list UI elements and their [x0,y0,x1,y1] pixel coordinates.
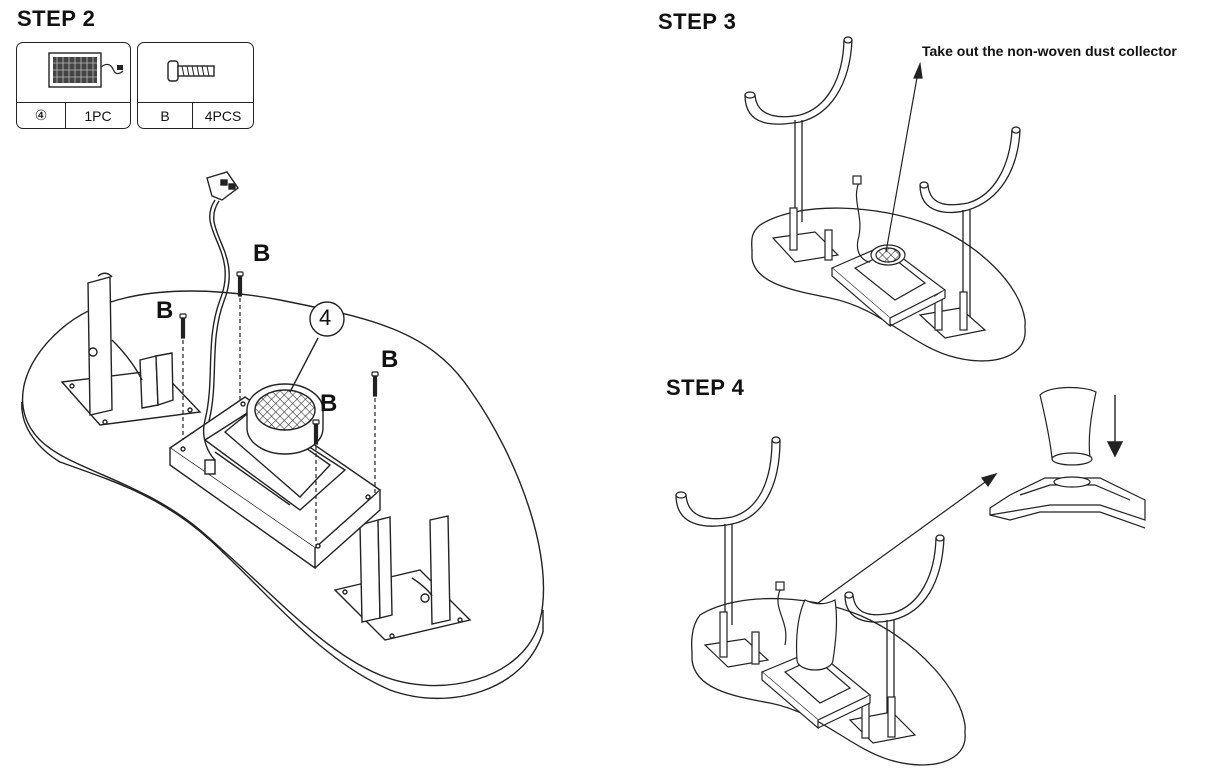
step2-title: STEP 2 [17,6,96,31]
step2-screws [179,271,379,545]
screw-label-b: B [320,390,338,417]
part-4-qty: 1PC [84,107,112,124]
step4-down-arrow [1106,395,1124,458]
step3-title: STEP 3 [658,9,737,34]
screw-label-b: B [381,346,399,373]
screw-label-b: B [253,240,271,267]
step2-left-bracket [60,272,202,426]
step2-cable [203,171,239,461]
step3-pointer [885,61,923,253]
step2-filter-module [168,383,382,570]
step3-instruction: Take out the non-woven dust collector [922,43,1177,59]
step2-part-callout [289,301,345,393]
part-4-id: ④ [17,103,66,128]
step4-frame [675,436,945,715]
step3-frame [744,36,1021,318]
screw-icon [167,60,215,82]
part-b-box: B 4PCS [137,42,254,129]
step4-title: STEP 4 [666,375,745,400]
part-callout-number: 4 [319,305,332,330]
step3-module [830,175,947,328]
step4-detail-pointer [817,472,998,604]
filter-module-icon [48,52,124,88]
screw-label-b: B [156,297,174,324]
step4-brackets [703,611,917,744]
step3-brackets [771,207,987,339]
part-b-id: B [138,103,193,128]
step2-right-bracket [333,515,472,641]
step4-detail-view [989,386,1146,529]
part-b-qty: 4PCS [204,107,242,124]
step4-module [760,581,872,730]
part-4-box: ④ 1PC [16,42,131,129]
